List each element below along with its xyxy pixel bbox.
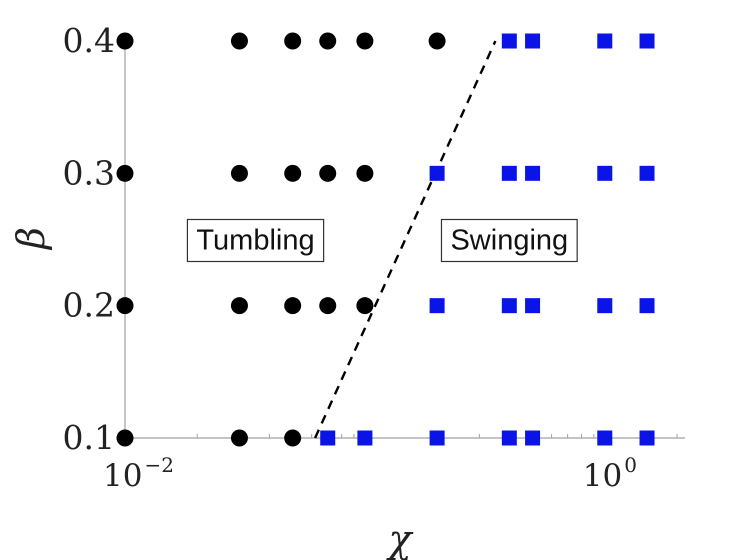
tumbling-point: [230, 32, 248, 50]
tumbling-point: [116, 32, 134, 50]
tumbling-point: [116, 297, 134, 315]
tumbling-point: [230, 429, 248, 447]
y-tick-label: 0.4: [63, 21, 115, 60]
y-axis-label: β: [9, 227, 53, 251]
tumbling-point: [284, 32, 302, 50]
swinging-point: [597, 165, 613, 181]
tumbling-point: [284, 164, 302, 182]
swinging-label-box: [440, 218, 578, 263]
swinging-point: [320, 430, 336, 446]
swinging-point: [501, 33, 517, 49]
swinging-point: [525, 33, 541, 49]
tumbling-point: [356, 164, 374, 182]
x-tick-label: 10−2: [103, 453, 174, 494]
tumbling-point: [319, 297, 337, 315]
y-tick-label: 0.1: [63, 418, 115, 457]
swinging-point: [501, 430, 517, 446]
labels-group: Tumbling Swinging: [186, 218, 578, 263]
swinging-point: [525, 165, 541, 181]
swinging-point: [639, 298, 655, 314]
tumbling-point: [116, 429, 134, 447]
swinging-point: [639, 430, 655, 446]
tumbling-point: [319, 32, 337, 50]
boundary-line: [313, 40, 497, 439]
x-axis-label: χ: [385, 517, 413, 560]
swinging-point: [525, 298, 541, 314]
swinging-point: [639, 165, 655, 181]
tumbling-point: [230, 164, 248, 182]
swinging-point: [597, 430, 613, 446]
swinging-point: [501, 165, 517, 181]
tumbling-label: Tumbling: [196, 225, 314, 257]
tumbling-point: [356, 32, 374, 50]
tumbling-point: [284, 297, 302, 315]
swinging-point: [525, 430, 541, 446]
swinging-point: [357, 430, 373, 446]
tumbling-point: [284, 429, 302, 447]
boundary-group: [313, 40, 497, 439]
tumbling-point: [319, 164, 337, 182]
data-points: [116, 32, 655, 447]
y-tick-label: 0.3: [63, 153, 115, 192]
tumbling-point: [356, 297, 374, 315]
swinging-point: [429, 165, 445, 181]
swinging-point: [429, 298, 445, 314]
tumbling-point: [428, 32, 446, 50]
tumbling-label-box: [186, 218, 325, 263]
swinging-point: [597, 298, 613, 314]
swinging-point: [639, 33, 655, 49]
tumbling-point: [116, 164, 134, 182]
swinging-point: [429, 430, 445, 446]
swinging-point: [597, 33, 613, 49]
swinging-label: Swinging: [450, 225, 568, 257]
swinging-point: [501, 298, 517, 314]
tumbling-point: [230, 297, 248, 315]
y-tick-label: 0.2: [63, 286, 115, 325]
